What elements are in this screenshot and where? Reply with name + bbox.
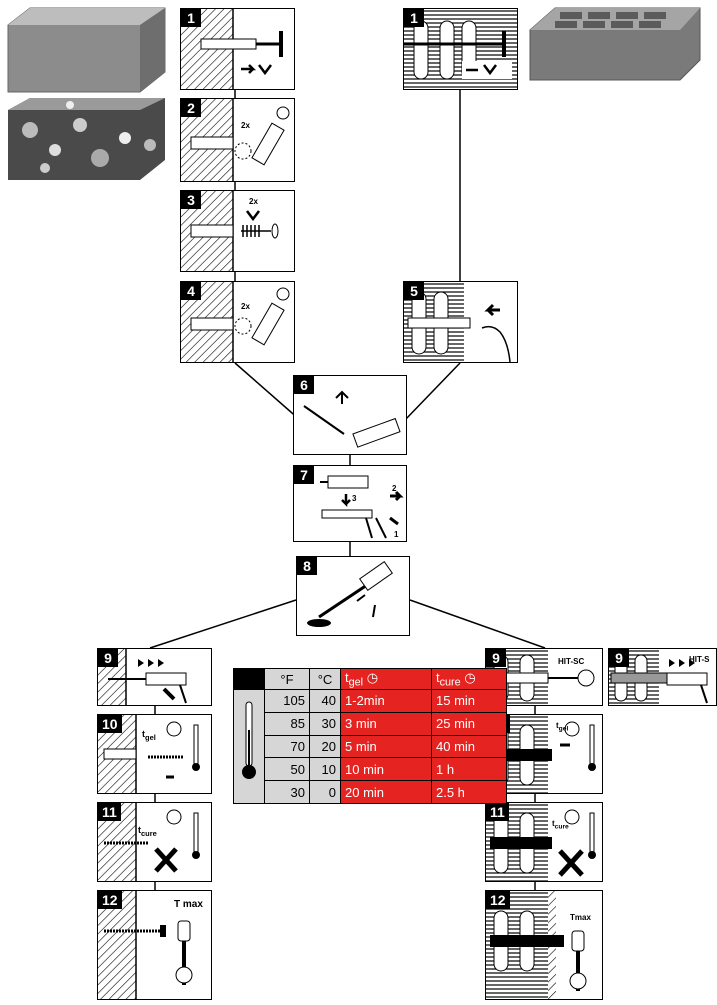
step-brush: 3 2x xyxy=(180,190,295,272)
cell-f: 50 xyxy=(265,758,310,781)
step-mixer: 6 xyxy=(293,375,407,455)
clock-icon: ◷ xyxy=(464,670,475,685)
solid-block-icon xyxy=(8,8,165,92)
temperature-table: °F °C tgel ◷ tcure ◷ 105 40 1-2min 15 mi… xyxy=(233,668,507,804)
callout-2: 2 xyxy=(392,484,396,493)
cell-c: 40 xyxy=(310,690,341,713)
cell-cure: 2.5 h xyxy=(432,781,507,804)
gel-label: tgel xyxy=(556,721,568,733)
tmax-label: T max xyxy=(174,899,203,910)
variant-label: HIT-SC xyxy=(558,657,584,666)
step-inject: 9 xyxy=(97,648,212,706)
table-corner xyxy=(234,669,265,690)
cell-c: 20 xyxy=(310,735,341,758)
tmax-label: Tmax xyxy=(570,913,591,922)
step-number: 6 xyxy=(294,376,314,394)
step-number: 10 xyxy=(98,715,122,733)
step-load-dispenser: 7 3 2 1 xyxy=(293,465,407,542)
cell-gel: 10 min xyxy=(341,758,432,781)
header-fahrenheit: °F xyxy=(265,669,310,690)
repeat-count: 2x xyxy=(241,121,250,130)
step-blow-2: 4 2x xyxy=(180,281,295,363)
cell-cure: 40 min xyxy=(432,735,507,758)
header-gel: tgel ◷ xyxy=(341,669,432,690)
cure-label: tcure xyxy=(138,825,157,838)
table-row: 50 10 10 min 1 h xyxy=(234,758,507,781)
cell-c: 0 xyxy=(310,781,341,804)
step-number: 1 xyxy=(404,9,424,27)
step-drill-masonry: 1 xyxy=(403,8,518,90)
repeat-count: 2x xyxy=(241,302,250,311)
step-drill-concrete: 1 xyxy=(180,8,295,90)
step-number: 3 xyxy=(181,191,201,209)
step-number: 1 xyxy=(181,9,201,27)
cell-gel: 5 min xyxy=(341,735,432,758)
step-inject-screen: 9 HIT-S xyxy=(608,648,717,706)
table-header-row: °F °C tgel ◷ tcure ◷ xyxy=(234,669,507,690)
gel-label: tgel xyxy=(142,729,156,742)
step-number: 9 xyxy=(98,649,118,667)
table-row: 70 20 5 min 40 min xyxy=(234,735,507,758)
cell-cure: 25 min xyxy=(432,712,507,735)
step-number: 12 xyxy=(98,891,122,909)
cell-cure: 15 min xyxy=(432,690,507,713)
step-number: 7 xyxy=(294,466,314,484)
step-number: 5 xyxy=(404,282,424,300)
step-insert-sleeve: 5 xyxy=(403,281,518,363)
aggregate-concrete-icon xyxy=(8,98,165,180)
step-torque: 12 T max xyxy=(97,890,212,1000)
cell-gel: 20 min xyxy=(341,781,432,804)
table-row: 85 30 3 min 25 min xyxy=(234,712,507,735)
cell-c: 10 xyxy=(310,758,341,781)
header-celsius: °C xyxy=(310,669,341,690)
step-number: 11 xyxy=(486,803,509,821)
thermometer-icon xyxy=(234,690,265,804)
step-number: 9 xyxy=(486,649,506,667)
step-cure-time-masonry: 11 tcure xyxy=(485,802,603,882)
table-row: 105 40 1-2min 15 min xyxy=(234,690,507,713)
cell-cure: 1 h xyxy=(432,758,507,781)
cell-f: 105 xyxy=(265,690,310,713)
variant-label: HIT-S xyxy=(689,655,709,664)
cure-label: tcure xyxy=(552,819,569,831)
step-torque-masonry: 12 Tmax xyxy=(485,890,603,1000)
cell-gel: 1-2min xyxy=(341,690,432,713)
callout-3: 3 xyxy=(352,494,356,503)
step-number: 9 xyxy=(609,649,629,667)
step-number: 4 xyxy=(181,282,201,300)
hollow-block-icon xyxy=(530,8,700,80)
cell-f: 85 xyxy=(265,712,310,735)
cell-gel: 3 min xyxy=(341,712,432,735)
step-blow-1: 2 2x xyxy=(180,98,295,182)
step-discard: 8 xyxy=(296,556,410,636)
step-number: 2 xyxy=(181,99,201,117)
table-row: 30 0 20 min 2.5 h xyxy=(234,781,507,804)
header-cure: tcure ◷ xyxy=(432,669,507,690)
repeat-count: 2x xyxy=(249,197,258,206)
cell-f: 70 xyxy=(265,735,310,758)
cell-f: 30 xyxy=(265,781,310,804)
step-number: 12 xyxy=(486,891,510,909)
callout-1: 1 xyxy=(394,530,398,539)
step-number: 8 xyxy=(297,557,317,575)
step-gel-time: 10 tgel xyxy=(97,714,212,794)
step-number: 11 xyxy=(98,803,121,821)
step-cure-time: 11 tcure xyxy=(97,802,212,882)
clock-icon: ◷ xyxy=(367,670,378,685)
cell-c: 30 xyxy=(310,712,341,735)
